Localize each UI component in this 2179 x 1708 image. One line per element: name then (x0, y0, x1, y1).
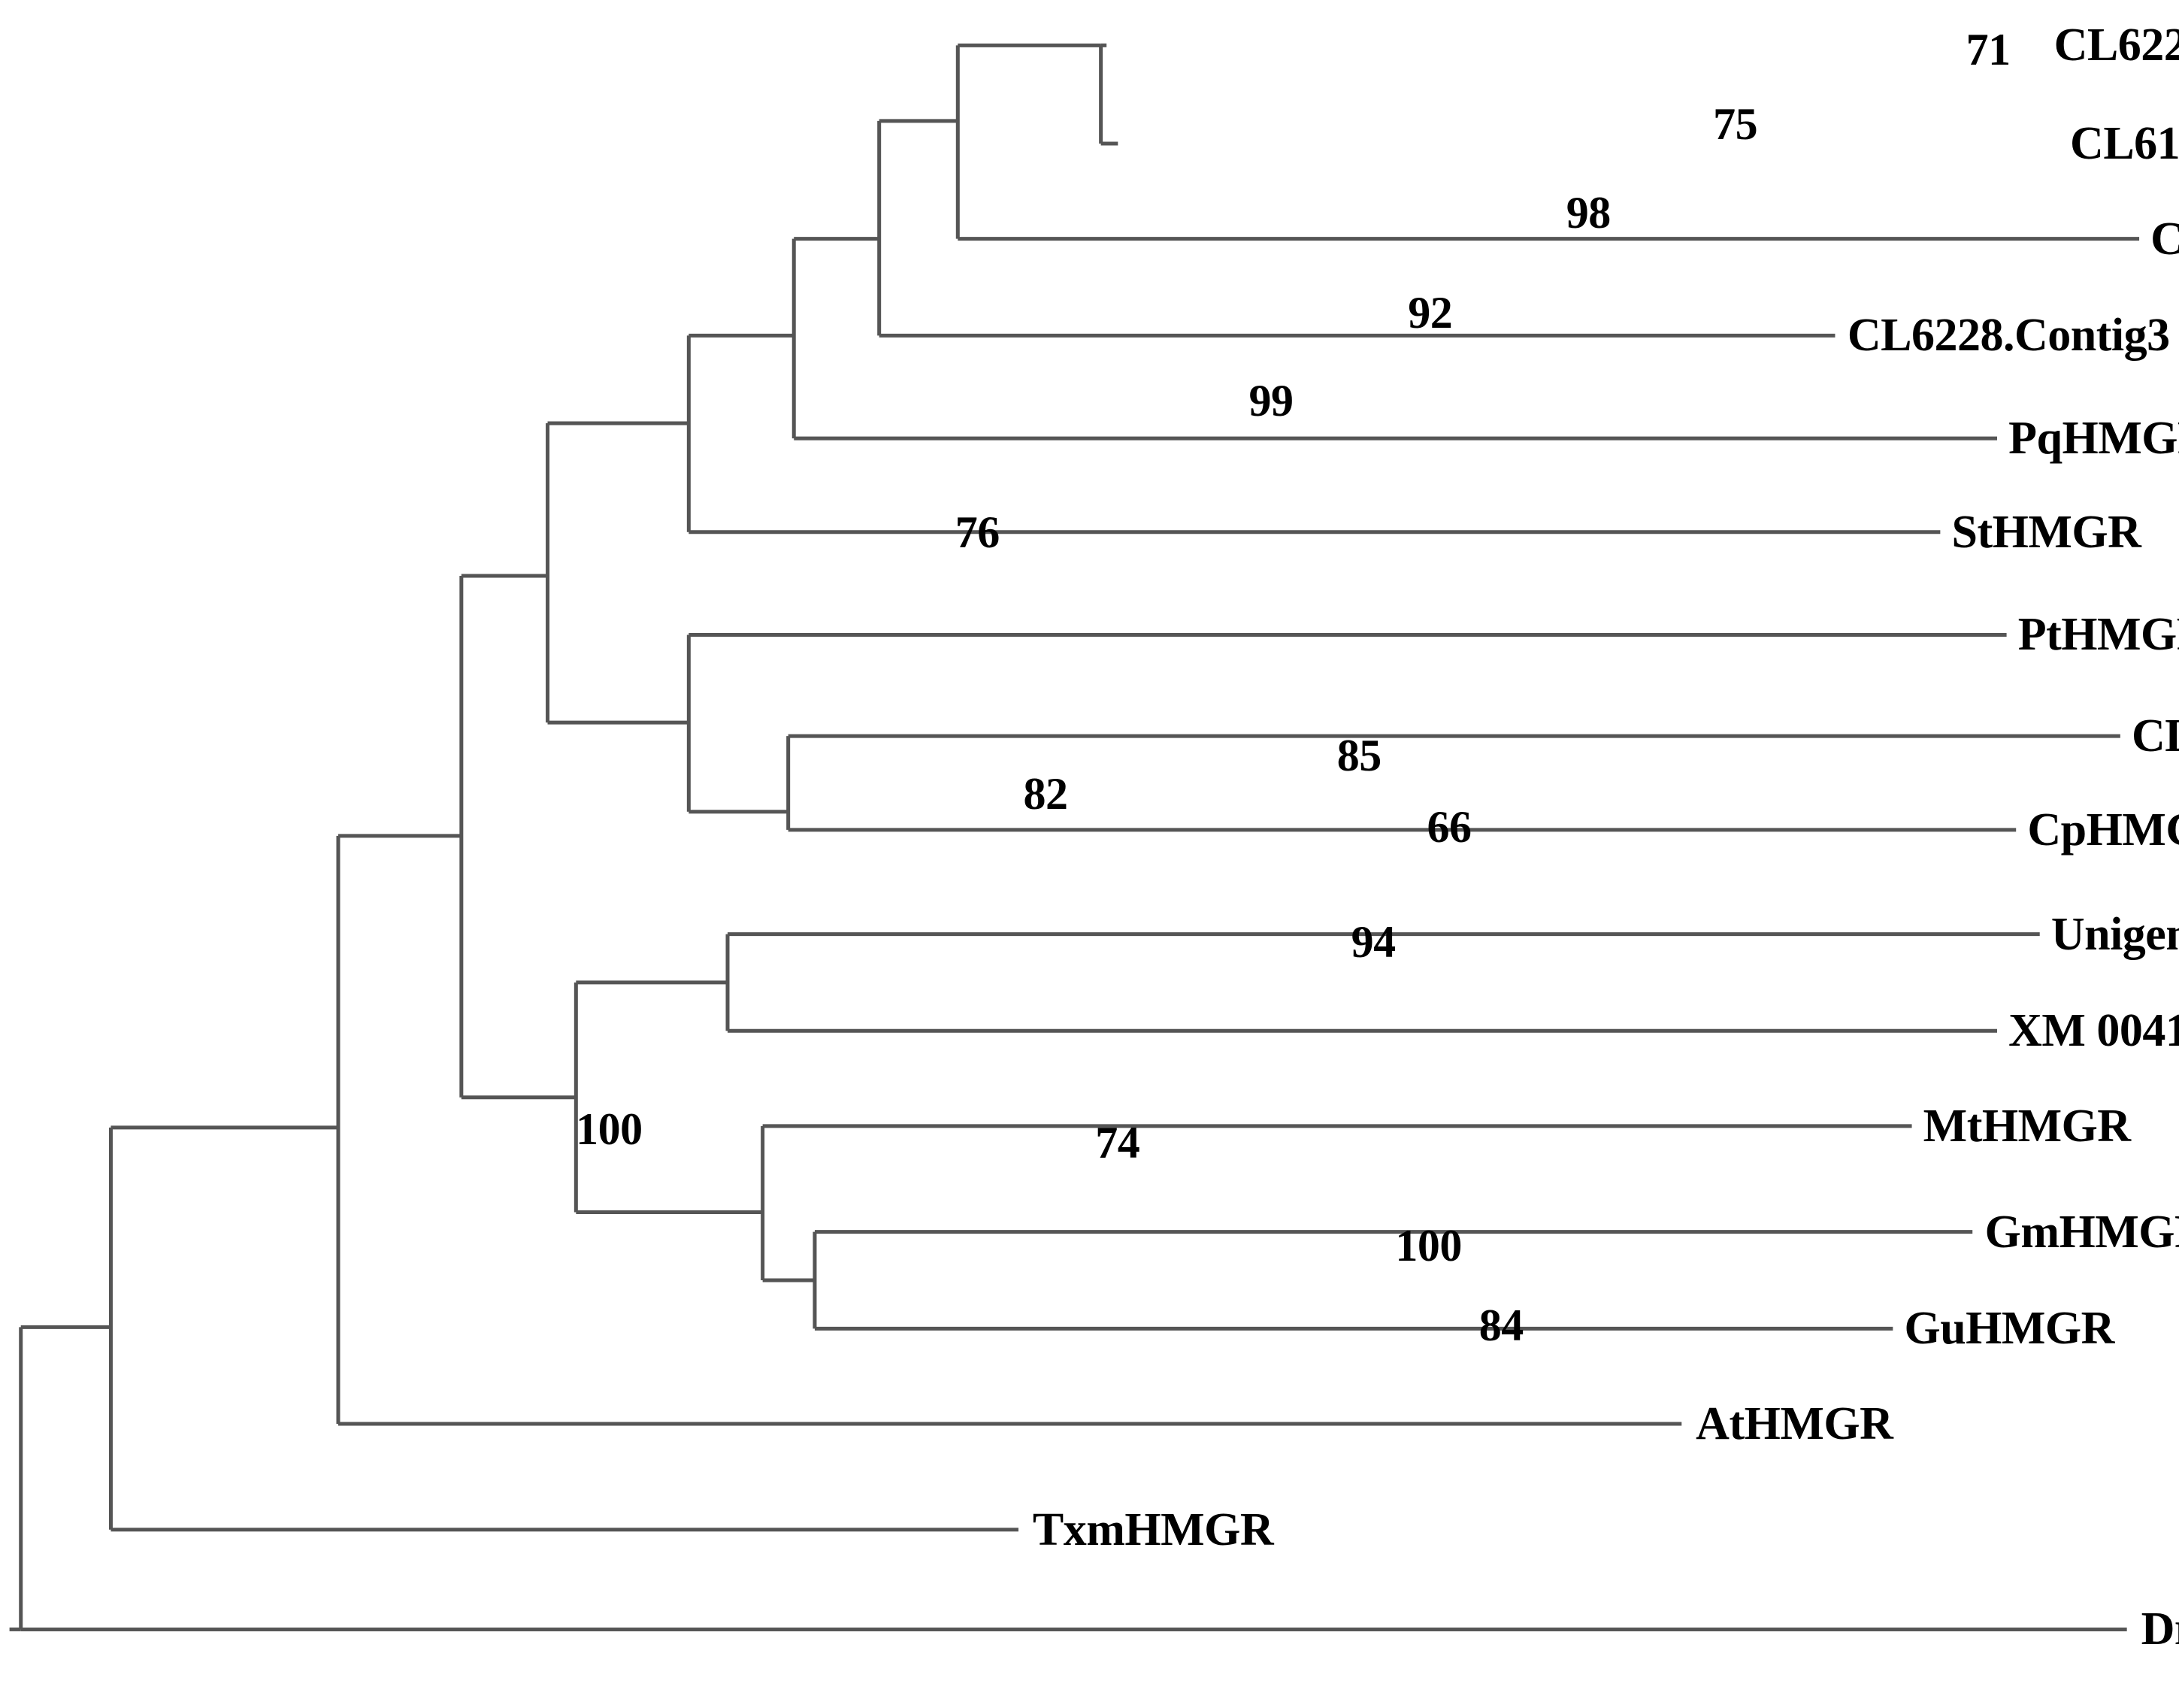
bootstrap-value-5: 76 (955, 507, 1000, 557)
tip-label-cl6134-contig1: CL6134.Contig1 (2150, 213, 2179, 265)
bootstrap-value-6: 82 (1023, 768, 1069, 819)
tip-label-cl6134-contig2: CL6134.Contig2 (2070, 118, 2179, 169)
tip-label-cphmgr: CpHMGR (2027, 804, 2179, 856)
tip-label-txmhmgr: TxmHMGR (1032, 1504, 1274, 1555)
bootstrap-value-7: 85 (1336, 731, 1382, 781)
tip-label-drhmgr: DrHMGR (2141, 1604, 2179, 1655)
bootstrap-value-12: 100 (1395, 1220, 1462, 1270)
tip-label-cl6228-contig3: CL6228.Contig3 (1847, 310, 2170, 362)
tip-label-guhmgr: GuHMGR (1904, 1303, 2114, 1355)
bootstrap-value-3: 92 (1408, 288, 1453, 338)
tip-label-sthmgr: StHMGR (1951, 506, 2141, 558)
bootstrap-value-2: 98 (1566, 188, 1612, 238)
tip-label-mthmgr: MtHMGR (1923, 1100, 2131, 1152)
bootstrap-value-11: 100 (576, 1104, 643, 1154)
bootstrap-value-1: 75 (1713, 98, 1758, 149)
tip-label-unigene23904: Unigene23904 (2050, 908, 2179, 960)
tip-label-cl6228-contig1: CL6228.Contig1 (2131, 710, 2179, 762)
tip-label-athmgr: AtHMGR (1696, 1398, 1893, 1449)
bootstrap-value-10: 74 (1095, 1118, 1140, 1168)
tip-label-xm-004170850-1: XM 004170850.1 (2008, 1005, 2179, 1057)
tip-label-pthmgr: PtHMGR (2017, 609, 2179, 661)
bootstrap-value-0: 71 (1966, 25, 2011, 75)
bootstrap-value-8: 66 (1427, 801, 1472, 852)
bootstrap-value-13: 84 (1478, 1301, 1524, 1351)
tip-label-gmhmgr: GmHMGR (1984, 1206, 2179, 1258)
bootstrap-value-9: 94 (1351, 916, 1397, 967)
tip-label-pqhmgr: PqHMGR (2008, 413, 2179, 465)
tip-label-cl6228-contig2: CL6228.Contig2 (2053, 20, 2179, 71)
bootstrap-value-4: 99 (1248, 375, 1294, 425)
branch-group (9, 43, 2140, 1631)
